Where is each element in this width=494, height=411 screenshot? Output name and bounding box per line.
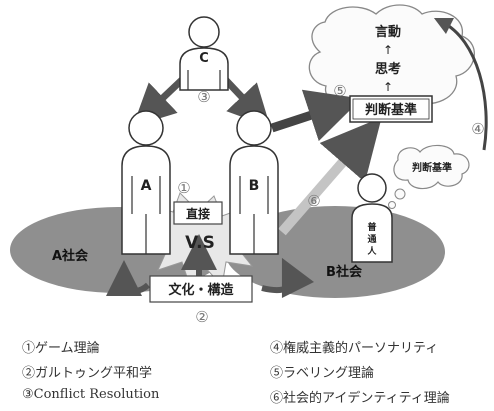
thought-cloud <box>308 4 475 113</box>
thought-bubble-dot <box>388 201 396 209</box>
person-b-label: B <box>249 178 260 194</box>
marker-two: ② <box>195 308 208 326</box>
person-a <box>121 110 171 255</box>
marker-five: ⑤ <box>333 82 346 100</box>
feedback-arrow <box>433 17 488 151</box>
legend-item: ①ゲーム理論 <box>22 341 100 356</box>
culture-box <box>149 275 253 303</box>
marker-six: ⑥ <box>307 192 320 210</box>
marker-one: ① <box>177 179 190 197</box>
legend-item: ⑥社会的アイデンティティ理論 <box>270 391 450 406</box>
arrow-b-to-criterion <box>270 89 362 142</box>
direct-box <box>173 201 223 225</box>
ordinary-char-3: 人 <box>366 245 377 257</box>
person-c <box>179 16 229 91</box>
ordinary-char-1: 普 <box>367 221 376 233</box>
society-b-label: B社会 <box>326 264 363 280</box>
small-criterion-label: 判断基準 <box>412 161 452 174</box>
legend-item: ⑤ラベリング理論 <box>270 366 375 381</box>
thought-label: 思考 <box>375 61 401 77</box>
thought-bubble-dot <box>394 188 406 200</box>
criterion-box <box>349 95 433 123</box>
culture-arrow-left <box>106 260 151 297</box>
person-ordinary <box>351 173 393 263</box>
marker-three: ③ <box>197 88 210 106</box>
marker-four: ④ <box>471 120 484 138</box>
ordinary-char-2: 通 <box>367 233 376 245</box>
arrow-society-to-criterion <box>278 117 382 236</box>
legend-item: ③Conflict Resolution <box>22 387 160 402</box>
person-b <box>229 110 279 255</box>
society-a-label: A社会 <box>52 248 89 264</box>
legend-item: ②ガルトゥング平和学 <box>22 366 153 381</box>
direct-label: 直接 <box>186 206 210 221</box>
up-arrow-2: ↑ <box>383 80 393 94</box>
speech-label: 言動 <box>375 24 401 40</box>
person-c-label: C <box>199 51 209 66</box>
up-arrow-1: ↑ <box>383 43 393 57</box>
vs-label: V.S <box>185 233 215 253</box>
culture-label: 文化・構造 <box>168 282 234 298</box>
criterion-label: 判断基準 <box>365 102 417 118</box>
person-a-label: A <box>141 178 152 194</box>
culture-arrow-right <box>261 257 315 299</box>
legend-item: ④権威主義的パーソナリティ <box>270 341 439 356</box>
